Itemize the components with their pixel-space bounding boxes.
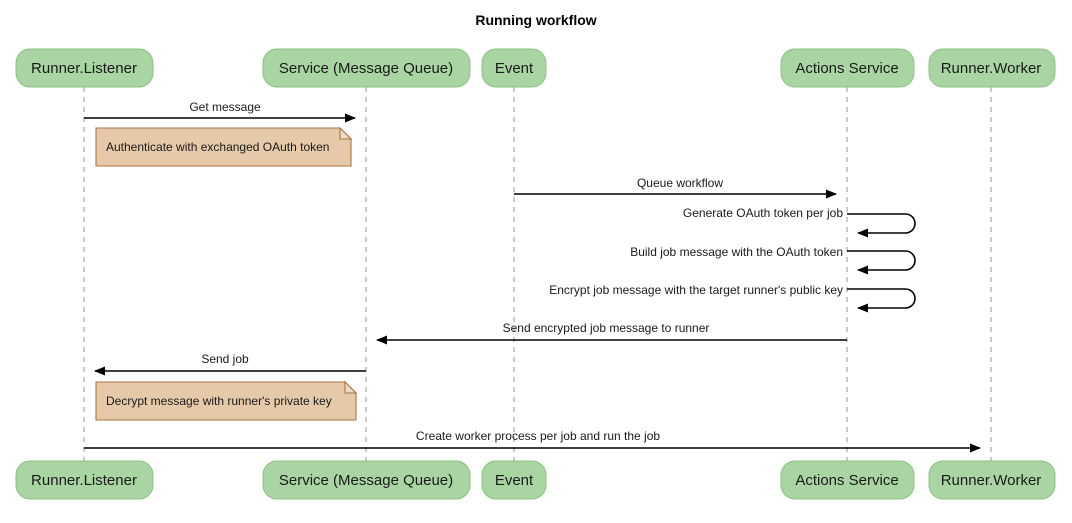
participant-label-event-top: Event — [495, 60, 534, 77]
message-label-m8: Create worker process per job and run th… — [416, 429, 660, 443]
lifelines-group — [83, 87, 992, 461]
message-selfloop-m4 — [847, 250, 916, 275]
note-box-n2 — [95, 381, 357, 421]
page-title: Running workflow — [475, 12, 596, 28]
participant-label-actions-bottom: Actions Service — [795, 472, 898, 489]
note-box-n1 — [95, 127, 352, 167]
message-label-m1: Get message — [189, 100, 261, 114]
participants-bottom-group: Runner.Listener Service (Message Queue) Ev… — [15, 460, 1056, 500]
note-fold-corner-n2 — [344, 380, 358, 394]
participant-box-listener-bottom[interactable] — [15, 460, 154, 500]
participant-label-actions-top: Actions Service — [795, 60, 898, 77]
note-fold-corner-n1 — [339, 126, 353, 140]
participant-label-listener-bottom: Runner.Listener — [31, 472, 137, 489]
participant-box-queue-top[interactable] — [262, 48, 471, 88]
message-selfloop-m5 — [847, 288, 916, 313]
participant-box-actions-bottom[interactable] — [780, 460, 915, 500]
participant-label-listener-top: Runner.Listener — [31, 60, 137, 77]
message-label-m5: Encrypt job message with the target runn… — [549, 283, 843, 297]
participant-box-event-top[interactable] — [481, 48, 547, 88]
message-selfloop-m3 — [847, 213, 916, 238]
participant-box-queue-bottom[interactable] — [262, 460, 471, 500]
participant-box-listener-top[interactable] — [15, 48, 154, 88]
participant-box-actions-top[interactable] — [780, 48, 915, 88]
message-label-m7: Send job — [201, 352, 249, 366]
note-label-n2: Decrypt message with runner's private ke… — [106, 394, 332, 408]
message-label-m4: Build job message with the OAuth token — [630, 245, 843, 259]
participant-label-queue-bottom: Service (Message Queue) — [279, 472, 453, 489]
message-label-m6: Send encrypted job message to runner — [503, 321, 710, 335]
participant-label-queue-top: Service (Message Queue) — [279, 60, 453, 77]
participants-top-group: Runner.Listener Service (Message Queue) Ev… — [15, 48, 1056, 88]
participant-box-event-bottom[interactable] — [481, 460, 547, 500]
note-label-n1: Authenticate with exchanged OAuth token — [106, 140, 329, 154]
participant-box-worker-top[interactable] — [928, 48, 1056, 88]
message-label-m3: Generate OAuth token per job — [683, 206, 843, 220]
participant-label-event-bottom: Event — [495, 472, 534, 489]
participant-label-worker-bottom: Runner.Worker — [941, 472, 1042, 489]
participant-label-worker-top: Runner.Worker — [941, 60, 1042, 77]
participant-box-worker-bottom[interactable] — [928, 460, 1056, 500]
notes-group: Authenticate with exchanged OAuth tokenD… — [95, 126, 358, 421]
message-label-m2: Queue workflow — [637, 176, 723, 190]
